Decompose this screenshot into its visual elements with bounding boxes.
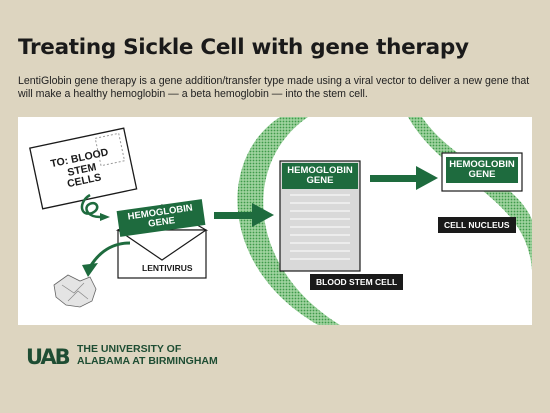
nuclear-membrane bbox=[408, 117, 532, 287]
nucleus-gene-tag: HEMOGLOBIN GENE bbox=[446, 157, 518, 183]
uab-logo-mark: UAB bbox=[26, 345, 70, 367]
lentivirus-label: LENTIVIRUS bbox=[142, 263, 193, 273]
address-card bbox=[29, 127, 138, 210]
diagram-panel: TO: BLOOD STEM CELLS HEMOGLOBIN GENE LEN… bbox=[18, 117, 532, 325]
document-gene-line-2: GENE bbox=[306, 175, 334, 186]
arrow-to-nucleus bbox=[370, 175, 418, 182]
arrow-to-cell bbox=[214, 212, 254, 219]
nucleus-gene-line-2: GENE bbox=[468, 169, 496, 180]
description-text: LentiGlobin gene therapy is a gene addit… bbox=[18, 75, 530, 100]
cell-membrane bbox=[237, 117, 340, 325]
uab-logo: UAB bbox=[26, 345, 72, 367]
curl-arrow bbox=[80, 193, 101, 219]
nucleus-gene-line-1: HEMOGLOBIN bbox=[449, 159, 515, 170]
crumpled-paper-icon bbox=[53, 274, 97, 308]
university-name: THE UNIVERSITY OF ALABAMA AT BIRMINGHAM bbox=[77, 343, 218, 367]
document-gene-line-1: HEMOGLOBIN bbox=[287, 165, 353, 176]
cell-nucleus-label: CELL NUCLEUS bbox=[438, 217, 516, 233]
university-line-2: ALABAMA AT BIRMINGHAM bbox=[77, 354, 218, 367]
document-gene-tag: HEMOGLOBIN GENE bbox=[282, 163, 358, 189]
page-title: Treating Sickle Cell with gene therapy bbox=[18, 35, 469, 60]
blood-stem-cell-label: BLOOD STEM CELL bbox=[310, 274, 404, 290]
university-line-1: THE UNIVERSITY OF bbox=[77, 343, 182, 355]
